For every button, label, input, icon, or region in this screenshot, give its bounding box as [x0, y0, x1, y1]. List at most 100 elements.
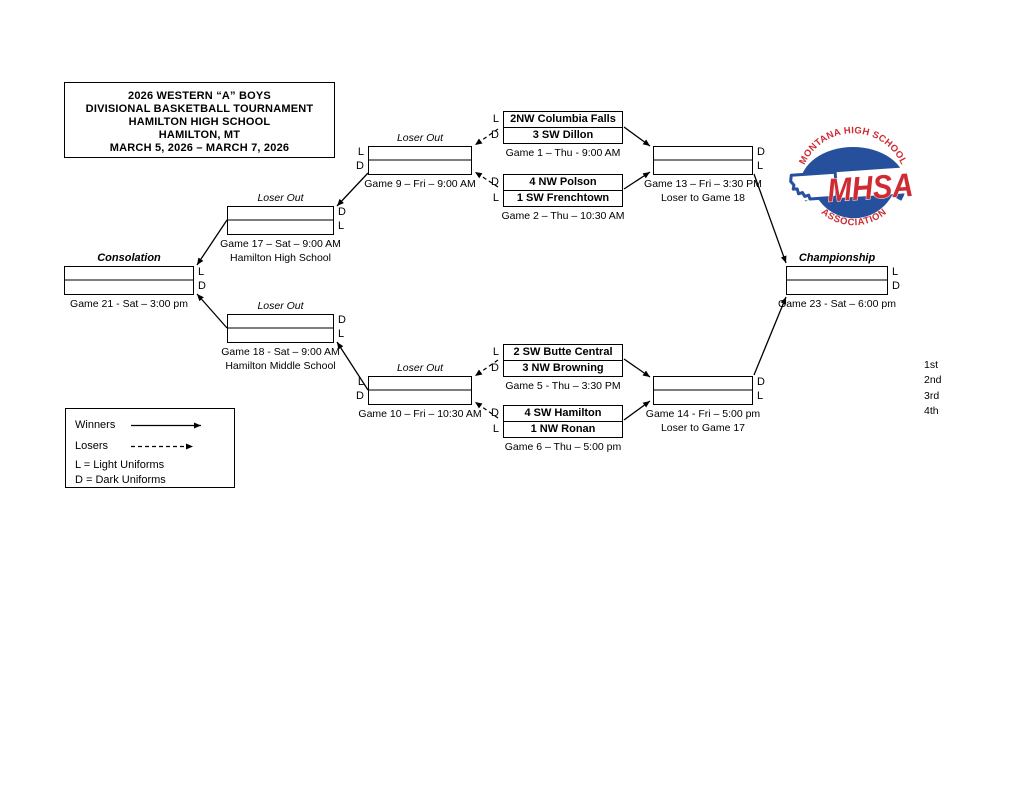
game-caption: Game 1 – Thu - 9:00 AM	[505, 147, 621, 159]
uniform-label: D	[491, 176, 499, 188]
dashed-arrow-icon	[131, 443, 193, 449]
winner-line-g18-to-g21	[196, 293, 228, 329]
title-line: HAMILTON HIGH SCHOOL	[128, 116, 271, 128]
game-caption: Game 13 – Fri – 3:30 PM	[644, 178, 762, 190]
championship-label: Championship	[798, 252, 876, 264]
matchup-box: 2NW Columbia Falls 3 SW Dillon	[503, 111, 623, 144]
team-name: 3 SW Dillon	[504, 127, 622, 143]
game-18: Loser Out D L Game 18 - Sat – 9:00 AM Ha…	[221, 300, 346, 372]
winner-line-g5-to-g14	[623, 358, 651, 378]
uniform-label: L	[357, 376, 364, 388]
uniform-label: L	[757, 390, 764, 402]
winner-line-g6-to-g14	[623, 400, 651, 421]
uniform-label: D	[757, 146, 765, 158]
game-caption: Game 10 – Fri – 10:30 AM	[358, 408, 482, 420]
game-caption: Game 6 – Thu – 5:00 pm	[504, 441, 622, 453]
title-line: 2026 WESTERN “A” BOYS	[128, 90, 271, 102]
uniform-label: L	[892, 266, 899, 278]
loser-destination-note: Loser to Game 17	[660, 422, 746, 434]
game-caption: Game 5 - Thu – 3:30 PM	[505, 380, 621, 392]
game-caption: Game 23 - Sat – 6:00 pm	[778, 298, 896, 310]
mhsa-logo: MHSA MONTANA HIGH SCHOOL ASSOCIATION	[789, 125, 919, 233]
game-caption: Game 17 – Sat – 9:00 AM	[220, 238, 341, 250]
legend-losers-label: Losers	[75, 440, 109, 452]
uniform-label: L	[338, 220, 345, 232]
winner-line-g9-to-g17	[336, 172, 369, 207]
loser-out-label: Loser Out	[396, 362, 444, 374]
uniform-label: D	[892, 280, 900, 292]
uniform-label: D	[491, 407, 499, 419]
uniform-label: L	[492, 423, 499, 435]
uniform-label: D	[491, 362, 499, 374]
uniform-label: D	[338, 206, 346, 218]
team-name: 2NW Columbia Falls	[510, 113, 616, 125]
loser-line-g1-to-g9	[474, 128, 499, 146]
team-name: 1 SW Frenchtown	[504, 190, 622, 206]
game-23: Championship L D Game 23 - Sat – 6:00 pm	[778, 252, 900, 310]
uniform-label: D	[356, 160, 364, 172]
legend-losers-row: Losers	[75, 438, 234, 454]
game-caption: Game 2 – Thu – 10:30 AM	[501, 210, 625, 222]
montana-state-icon	[789, 170, 839, 201]
title-line: MARCH 5, 2026 – MARCH 7, 2026	[109, 142, 290, 154]
team-name: 3 NW Browning	[504, 360, 622, 376]
game-box	[786, 266, 888, 295]
game-caption: Game 21 - Sat – 3:00 pm	[70, 298, 188, 310]
game-caption: Game 18 - Sat – 9:00 AM	[221, 346, 340, 358]
uniform-label: D	[491, 129, 499, 141]
winner-line-g14-to-g23	[753, 296, 787, 376]
game-caption: Game 14 - Fri – 5:00 pm	[645, 408, 761, 420]
game-box	[227, 314, 334, 343]
uniform-label: L	[198, 266, 205, 278]
uniform-label: L	[757, 160, 764, 172]
placement-1st: 1st	[924, 359, 939, 371]
legend-light-uniforms: L = Light Uniforms	[75, 459, 165, 471]
matchup-box: 2 SW Butte Central 3 NW Browning	[503, 344, 623, 377]
game-6: D L 4 SW Hamilton 1 NW Ronan Game 6 – Th…	[491, 405, 623, 453]
game-10: Loser Out L D Game 10 – Fri – 10:30 AM	[356, 362, 482, 420]
game-box	[227, 206, 334, 235]
winner-line-g13-to-g23	[753, 173, 787, 264]
game-caption: Game 9 – Fri – 9:00 AM	[364, 178, 476, 190]
game-21: Consolation L D Game 21 - Sat – 3:00 pm	[64, 252, 206, 310]
loser-out-label: Loser Out	[396, 132, 444, 144]
uniform-label: D	[338, 314, 346, 326]
game-box	[368, 146, 472, 175]
game-box	[653, 146, 753, 175]
game-17: Loser Out D L Game 17 – Sat – 9:00 AM Ha…	[220, 192, 346, 264]
uniform-label: L	[492, 192, 499, 204]
game-14: D L Game 14 - Fri – 5:00 pm Loser to Gam…	[646, 376, 765, 434]
loser-line-g6-to-g10	[474, 401, 499, 419]
team-name: 4 SW Hamilton	[524, 407, 602, 419]
solid-arrow-icon	[131, 422, 201, 428]
legend-winners-row: Winners	[75, 417, 234, 433]
legend-dark-uniforms: D = Dark Uniforms	[75, 474, 166, 486]
team-name: 1 NW Ronan	[504, 421, 622, 437]
loser-line-g5-to-g10	[474, 359, 499, 377]
legend-box: Winners Losers L = Light Uniforms D = Da…	[65, 408, 235, 488]
uniform-label: L	[357, 146, 364, 158]
uniform-label: L	[338, 328, 345, 340]
game-box	[368, 376, 472, 405]
game-13: D L Game 13 – Fri – 3:30 PM Loser to Gam…	[644, 146, 765, 204]
loser-destination-note: Loser to Game 18	[660, 192, 746, 204]
consolation-label: Consolation	[97, 252, 161, 264]
matchup-box: 4 NW Polson 1 SW Frenchtown	[503, 174, 623, 207]
title-line: HAMILTON, MT	[158, 129, 241, 141]
game-2: D L 4 NW Polson 1 SW Frenchtown Game 2 –…	[491, 174, 624, 222]
team-name: 4 NW Polson	[529, 176, 597, 188]
placement-3rd: 3rd	[924, 390, 940, 402]
logo-acronym: MHSA	[826, 166, 914, 209]
placement-4th: 4th	[924, 405, 939, 417]
title-line: DIVISIONAL BASKETBALL TOURNAMENT	[85, 103, 314, 115]
loser-out-label: Loser Out	[257, 300, 304, 312]
uniform-label: L	[492, 346, 499, 358]
loser-line-g2-to-g9	[474, 171, 499, 188]
venue-note: Hamilton High School	[230, 252, 331, 264]
uniform-label: L	[492, 113, 499, 125]
logo-bottom-band	[803, 195, 905, 233]
legend-winners-label: Winners	[75, 419, 116, 431]
game-box	[653, 376, 753, 405]
